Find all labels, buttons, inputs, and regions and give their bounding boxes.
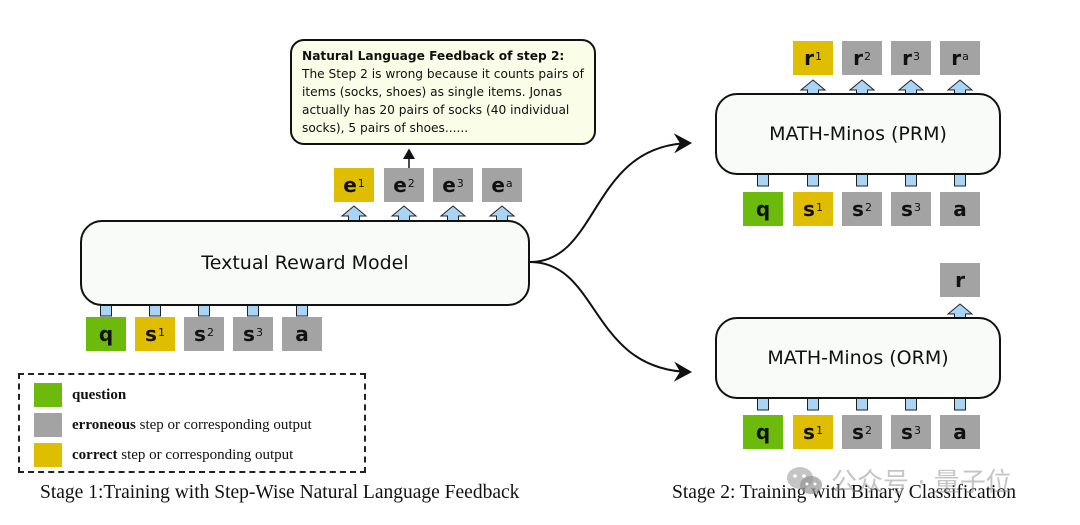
stage1-input-token-1-superscript: 1 bbox=[157, 325, 165, 339]
prm-output-token-2-symbol: r bbox=[902, 46, 912, 70]
orm-output-token-0: r bbox=[940, 263, 980, 297]
stage1-caption: Stage 1:Training with Step-Wise Natural … bbox=[40, 482, 520, 503]
watermark-text: 公众号 · 量子位 bbox=[831, 468, 1012, 498]
stage1-input-token-0-symbol: q bbox=[98, 322, 114, 346]
prm-output-token-3-superscript: a bbox=[962, 49, 969, 63]
prm-input-token-0-symbol: q bbox=[755, 197, 771, 221]
orm-output-token-0-symbol: r bbox=[955, 268, 965, 292]
stage1-input-token-4: a bbox=[282, 317, 322, 351]
feedback-title: Natural Language Feedback of step 2: bbox=[302, 49, 565, 63]
prm-output-token-0-symbol: r bbox=[804, 46, 814, 70]
prm-input-token-1-superscript: 1 bbox=[815, 200, 823, 214]
stage1-input-token-2-superscript: 2 bbox=[206, 325, 214, 339]
prm-output-token-3-symbol: r bbox=[951, 46, 962, 70]
prm-input-token-4: a bbox=[940, 192, 980, 226]
prm-input-token-2-superscript: 2 bbox=[864, 200, 872, 214]
legend-item-question: question bbox=[34, 383, 126, 407]
prm-model-label: MATH-Minos (PRM) bbox=[769, 123, 947, 145]
stage1-output-token-1-symbol: e bbox=[393, 173, 407, 197]
orm-input-token-0-symbol: q bbox=[755, 420, 771, 444]
stage1-output-token-3-superscript: a bbox=[505, 176, 513, 190]
prm-output-token-0-superscript: 1 bbox=[814, 49, 822, 63]
textual-reward-model-label: Textual Reward Model bbox=[201, 252, 409, 274]
orm-input-token-2-superscript: 2 bbox=[864, 423, 872, 437]
orm-input-token-1-symbol: s bbox=[803, 420, 815, 444]
legend-label-correct: correct step or corresponding output bbox=[72, 446, 294, 463]
prm-input-token-0: q bbox=[743, 192, 783, 226]
feedback-callout: Natural Language Feedback of step 2: The… bbox=[290, 39, 596, 145]
orm-input-token-2-symbol: s bbox=[852, 420, 864, 444]
prm-input-token-3-superscript: 3 bbox=[913, 200, 921, 214]
stage1-output-token-1-superscript: 2 bbox=[407, 176, 415, 190]
orm-input-token-4-symbol: a bbox=[953, 420, 967, 444]
textual-reward-model-box: Textual Reward Model bbox=[80, 220, 530, 306]
stage2-caption: Stage 2: Training with Binary Classifica… bbox=[672, 482, 1016, 503]
stage1-output-token-2-symbol: e bbox=[442, 173, 456, 197]
stage1-input-token-3-superscript: 3 bbox=[255, 325, 263, 339]
stage1-input-token-2-symbol: s bbox=[194, 322, 206, 346]
legend-swatch-question bbox=[34, 383, 62, 407]
feedback-body: The Step 2 is wrong because it counts pa… bbox=[302, 67, 584, 135]
prm-input-token-1-symbol: s bbox=[803, 197, 815, 221]
stage1-input-token-4-symbol: a bbox=[295, 322, 309, 346]
legend: question erroneous step or corresponding… bbox=[18, 373, 366, 473]
prm-input-token-2-symbol: s bbox=[852, 197, 864, 221]
legend-swatch-erroneous bbox=[34, 413, 62, 437]
orm-input-token-0: q bbox=[743, 415, 783, 449]
legend-item-erroneous: erroneous step or corresponding output bbox=[34, 413, 312, 437]
orm-input-token-1-superscript: 1 bbox=[815, 423, 823, 437]
prm-output-token-1-superscript: 2 bbox=[863, 49, 871, 63]
prm-output-token-1-symbol: r bbox=[853, 46, 863, 70]
branch-arrow-to-prm bbox=[529, 133, 692, 263]
branch-arrow-to-orm bbox=[529, 261, 692, 382]
stage1-output-token-0-superscript: 1 bbox=[357, 176, 365, 190]
watermark: 公众号 · 量子位 bbox=[785, 462, 1012, 499]
legend-swatch-correct bbox=[34, 443, 62, 467]
stage1-input-token-3-symbol: s bbox=[243, 322, 255, 346]
prm-input-token-3-symbol: s bbox=[901, 197, 913, 221]
stage1-output-token-0-symbol: e bbox=[343, 173, 357, 197]
wechat-icon bbox=[787, 466, 822, 494]
stage1-output-token-2-superscript: 3 bbox=[456, 176, 464, 190]
prm-model-box: MATH-Minos (PRM) bbox=[715, 93, 1001, 175]
orm-input-token-3-superscript: 3 bbox=[913, 423, 921, 437]
orm-input-token-3-symbol: s bbox=[901, 420, 913, 444]
prm-input-token-4-symbol: a bbox=[953, 197, 967, 221]
legend-label-question: question bbox=[72, 386, 127, 403]
legend-label-erroneous: erroneous step or corresponding output bbox=[72, 416, 312, 433]
stage1-output-token-3-symbol: e bbox=[491, 173, 505, 197]
stage1-input-token-1-symbol: s bbox=[145, 322, 157, 346]
prm-output-token-2-superscript: 3 bbox=[912, 49, 920, 63]
orm-model-label: MATH-Minos (ORM) bbox=[767, 347, 949, 369]
legend-item-correct: correct step or corresponding output bbox=[34, 443, 293, 467]
orm-input-token-4: a bbox=[940, 415, 980, 449]
stage1-input-token-0: q bbox=[86, 317, 126, 351]
orm-model-box: MATH-Minos (ORM) bbox=[715, 317, 1001, 399]
